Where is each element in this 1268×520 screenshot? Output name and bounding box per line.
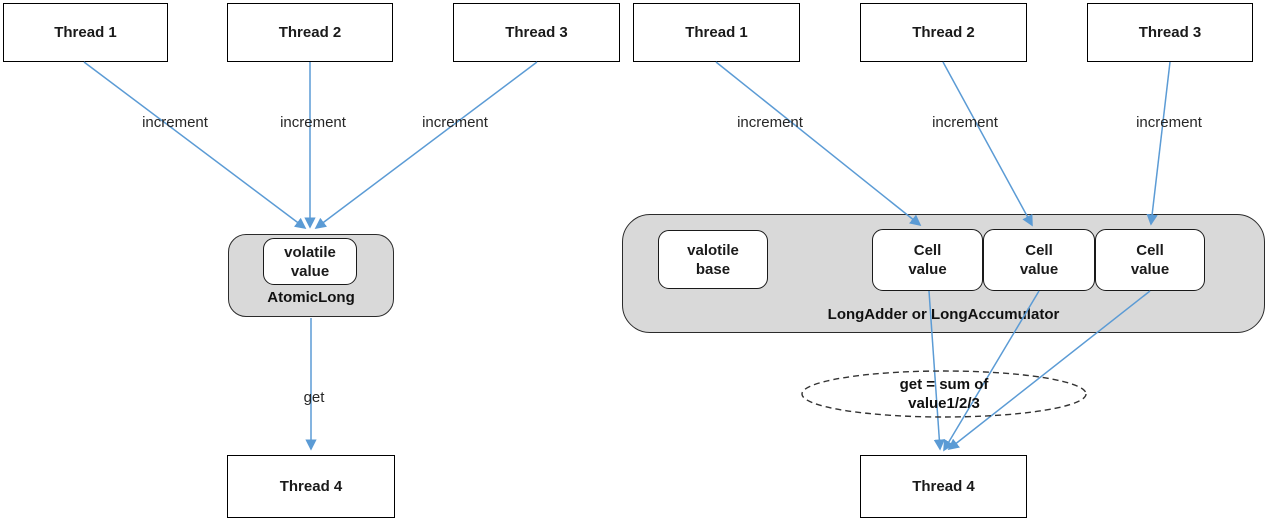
cell-value-box-3: Cell value [1095,229,1205,291]
right-increment3-label: increment [1136,114,1202,131]
valotile-base-line1: valotile [687,241,739,259]
cell3-line1: Cell [1136,242,1164,259]
left-thread3-label: Thread 3 [505,24,568,41]
get-sum-annotation: get = sum of value1/2/3 [814,375,1074,413]
right-increment1-label: increment [737,114,803,131]
left-increment1-label: increment [142,114,208,131]
right-thread3-box: Thread 3 [1087,3,1253,62]
right-thread4-label: Thread 4 [912,478,975,495]
right-thread1-label: Thread 1 [685,24,748,41]
right-thread2-box: Thread 2 [860,3,1027,62]
left-thread2-label: Thread 2 [278,24,342,41]
volatile-value-line2: value [290,262,330,280]
left-thread4-label: Thread 4 [279,478,343,495]
volatile-value-box: volatile value [263,238,357,285]
volatile-value-line1: volatile [284,243,336,261]
left-thread1-box: Thread 1 [3,3,168,62]
right-thread4-box: Thread 4 [860,455,1027,518]
right-thread2-label: Thread 2 [912,24,975,41]
cell1-line1: Cell [913,242,942,259]
cell2-line1: Cell [1025,242,1053,259]
longadder-label: LongAdder or LongAccumulator [827,306,1060,323]
left-thread3-box: Thread 3 [453,3,620,62]
left-increment3-label: increment [422,114,488,131]
cell-value-box-2: Cell value [983,229,1095,291]
valotile-base-box: valotile base [658,230,768,289]
cell1-line2: value [908,261,947,278]
get-sum-line1: get = sum of [899,376,989,393]
left-get-label: get [303,389,325,406]
cell2-line2: value [1019,261,1059,278]
right-thread1-box: Thread 1 [633,3,800,62]
cell-value-box-1: Cell value [872,229,983,291]
atomiclong-label: AtomicLong [267,289,355,306]
left-increment2-label: increment [280,114,346,131]
right-thread3-label: Thread 3 [1138,24,1202,41]
left-thread4-box: Thread 4 [227,455,395,518]
get-sum-line2: value1/2/3 [908,395,980,412]
left-thread2-box: Thread 2 [227,3,393,62]
right-increment2-label: increment [932,114,998,131]
left-thread1-label: Thread 1 [54,24,117,41]
cell3-line2: value [1130,261,1170,278]
valotile-base-line2: base [695,260,731,278]
